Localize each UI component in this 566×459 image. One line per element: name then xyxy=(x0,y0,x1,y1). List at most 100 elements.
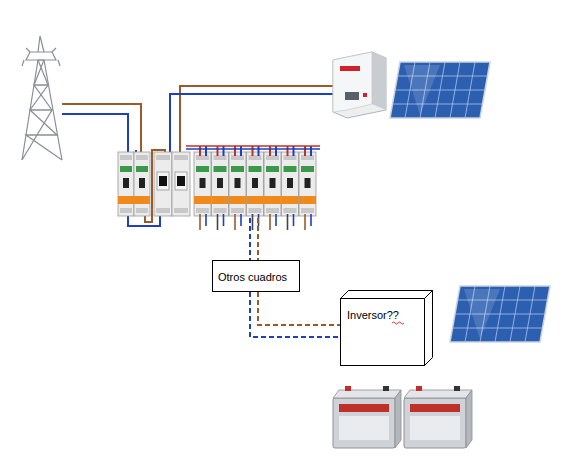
panel-grid xyxy=(395,90,485,91)
terminal xyxy=(231,208,244,213)
feed-wires xyxy=(250,218,258,260)
grid-inverter-part xyxy=(372,52,386,110)
panel-wire xyxy=(275,214,277,226)
spellcheck-mark xyxy=(392,322,404,324)
breaker-band xyxy=(134,196,150,204)
power-tower-part xyxy=(34,60,48,85)
panel-wire xyxy=(287,214,289,230)
panel-grid xyxy=(453,328,543,329)
panel-wire xyxy=(310,146,312,156)
breaker-body xyxy=(172,152,190,216)
terminal xyxy=(301,208,314,213)
breaker-module xyxy=(118,152,134,216)
terminal xyxy=(136,155,148,160)
terminal xyxy=(120,208,132,213)
breaker-toggle xyxy=(252,178,258,188)
breaker-body xyxy=(194,152,211,216)
terminal xyxy=(301,155,314,160)
battery-side xyxy=(466,390,472,448)
panel-wire xyxy=(234,214,236,230)
power-tower-part xyxy=(26,52,56,60)
breaker-module xyxy=(154,152,172,216)
panel-wire xyxy=(240,214,242,226)
terminal xyxy=(266,208,279,213)
grid-inverter-part xyxy=(333,52,386,118)
breaker-face xyxy=(157,172,169,190)
terminal xyxy=(196,208,209,213)
panel-grid xyxy=(455,314,545,315)
terminal xyxy=(284,208,297,213)
panel-grid xyxy=(393,104,483,105)
cable-connector xyxy=(258,292,340,325)
breaker-toggle xyxy=(217,178,223,188)
power-tower xyxy=(22,36,62,160)
grid-wires-part xyxy=(62,114,128,156)
breaker-body xyxy=(134,152,150,216)
battery-terminal xyxy=(345,386,351,391)
node-label: Inversor?? xyxy=(347,309,433,322)
panel-wire xyxy=(269,146,271,156)
grid-inverter xyxy=(333,52,386,118)
process-box: Otros cuadros xyxy=(212,260,300,292)
panel-wire xyxy=(293,146,295,156)
panel-wire xyxy=(205,214,207,226)
battery-body xyxy=(333,398,395,448)
breaker-face xyxy=(175,172,187,190)
node-label: Otros cuadros xyxy=(218,271,299,284)
panel-wire xyxy=(234,146,236,156)
breaker-band xyxy=(299,196,316,204)
breaker-toggle xyxy=(270,178,276,188)
breaker-toggle xyxy=(287,178,293,188)
terminal xyxy=(156,155,170,160)
terminal xyxy=(214,155,227,160)
breaker-module xyxy=(247,152,264,216)
panel-wire xyxy=(287,146,289,156)
solar-panel xyxy=(450,286,550,342)
panel-wire xyxy=(199,214,201,230)
box-top xyxy=(341,291,433,299)
grid-inverter-part xyxy=(363,93,367,97)
solar-panel xyxy=(390,62,490,118)
battery-label xyxy=(410,416,460,440)
breaker-label xyxy=(231,166,244,172)
panel-wire xyxy=(304,146,306,156)
power-tower-part xyxy=(30,85,52,110)
breaker-band xyxy=(264,196,281,204)
terminal xyxy=(174,208,188,213)
grid-inverter-part xyxy=(340,66,360,71)
panel-wire xyxy=(217,146,219,156)
breaker-toggle xyxy=(305,178,311,188)
breaker-module xyxy=(229,152,246,216)
breaker-toggle xyxy=(177,176,185,186)
terminal xyxy=(120,155,132,160)
cable-connector xyxy=(250,292,340,337)
breaker-label xyxy=(120,166,132,172)
terminal xyxy=(196,155,209,160)
inverter-box: Inversor?? xyxy=(340,290,433,366)
battery-label xyxy=(339,404,389,412)
panel-wire xyxy=(199,146,201,156)
breaker-toggle xyxy=(200,178,206,188)
breaker-toggle xyxy=(159,176,167,186)
panel-wire xyxy=(252,146,254,156)
panel-wire xyxy=(275,146,277,156)
breaker-module xyxy=(212,152,229,216)
breaker-label xyxy=(284,166,297,172)
breaker-module xyxy=(299,152,316,216)
panel-glare xyxy=(464,289,500,339)
battery-terminal xyxy=(454,386,460,391)
feed-wires-part xyxy=(249,218,251,260)
terminal xyxy=(249,155,262,160)
breaker-module xyxy=(172,152,190,216)
breaker-band xyxy=(282,196,299,204)
battery-top xyxy=(404,390,472,398)
terminal xyxy=(249,208,262,213)
terminal xyxy=(214,208,227,213)
breaker-module xyxy=(194,152,211,216)
panel-wire xyxy=(304,214,306,230)
breaker-label xyxy=(266,166,279,172)
power-tower-part xyxy=(22,48,60,66)
power-tower-part xyxy=(22,110,62,160)
terminal xyxy=(266,155,279,160)
